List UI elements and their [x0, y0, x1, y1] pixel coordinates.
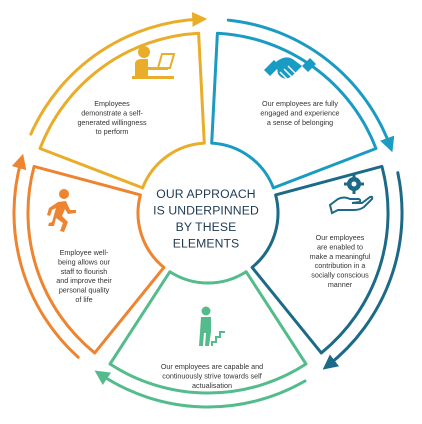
segment-text-line: Our employees are fully — [262, 99, 338, 108]
segment-text-line: continuously strive towards self — [162, 371, 261, 380]
segment-text-line: actualisation — [192, 381, 232, 390]
running-person-icon — [47, 189, 76, 232]
segment-text-line: and improve their — [56, 276, 112, 285]
handshake-icon — [264, 57, 316, 81]
segment-text-line: of life — [75, 295, 92, 304]
segment-text-line: being allows our — [58, 257, 111, 266]
segment-text-line: Our employees are capable and — [161, 362, 263, 371]
center-title-line: OUR APPROACH — [156, 187, 255, 201]
segment-text-line: make a meaningful — [310, 252, 371, 261]
segment-text-line: manner — [328, 280, 353, 289]
segment-text-line: contribution in a — [315, 261, 366, 270]
center-title-line: ELEMENTS — [173, 237, 240, 251]
segment-text-line: to perform — [96, 127, 129, 136]
segment-text-line: generated willingness — [77, 118, 147, 127]
center-title-line: IS UNDERPINNED — [153, 204, 259, 218]
segment-performance — [38, 31, 206, 190]
segment-text-line: Employees — [94, 99, 130, 108]
person-climbing-stairs-icon — [199, 306, 225, 346]
hand-holding-gear-icon — [328, 174, 374, 215]
segment-text-line: socially conscious — [311, 271, 369, 280]
center-title-line: BY THESE — [176, 220, 237, 234]
segment-text-line: engaged and experience — [260, 108, 339, 117]
segment-text-line: demonstrate a self- — [81, 108, 143, 117]
person-at-laptop-icon — [132, 46, 176, 79]
cycle-arrow-wellbeing — [11, 153, 80, 359]
segment-engagement — [210, 31, 378, 190]
center-text: OUR APPROACH IS UNDERPINNED BY THESE ELEMEN… — [153, 187, 259, 251]
segment-text-line: are enabled to — [317, 242, 363, 251]
cycle-arrow-social-contribution — [322, 171, 404, 370]
segment-text-line: a sense of belonging — [267, 118, 333, 127]
cycle-arrow-engagement — [226, 18, 395, 153]
segment-text-line: Employee well- — [60, 248, 109, 257]
segment-text-line: Our employees — [316, 233, 365, 242]
outer-cycle-arrows — [11, 11, 404, 409]
center-title: OUR APPROACH IS UNDERPINNED BY THESE ELEMEN… — [153, 187, 259, 251]
cycle-arrow-performance — [29, 11, 208, 136]
segment-text-line: staff to flourish — [61, 267, 108, 276]
segment-social-contribution — [250, 164, 390, 355]
segment-text-line: personal quality — [59, 286, 110, 295]
cycle-arrow-self-actualisation — [94, 370, 307, 409]
